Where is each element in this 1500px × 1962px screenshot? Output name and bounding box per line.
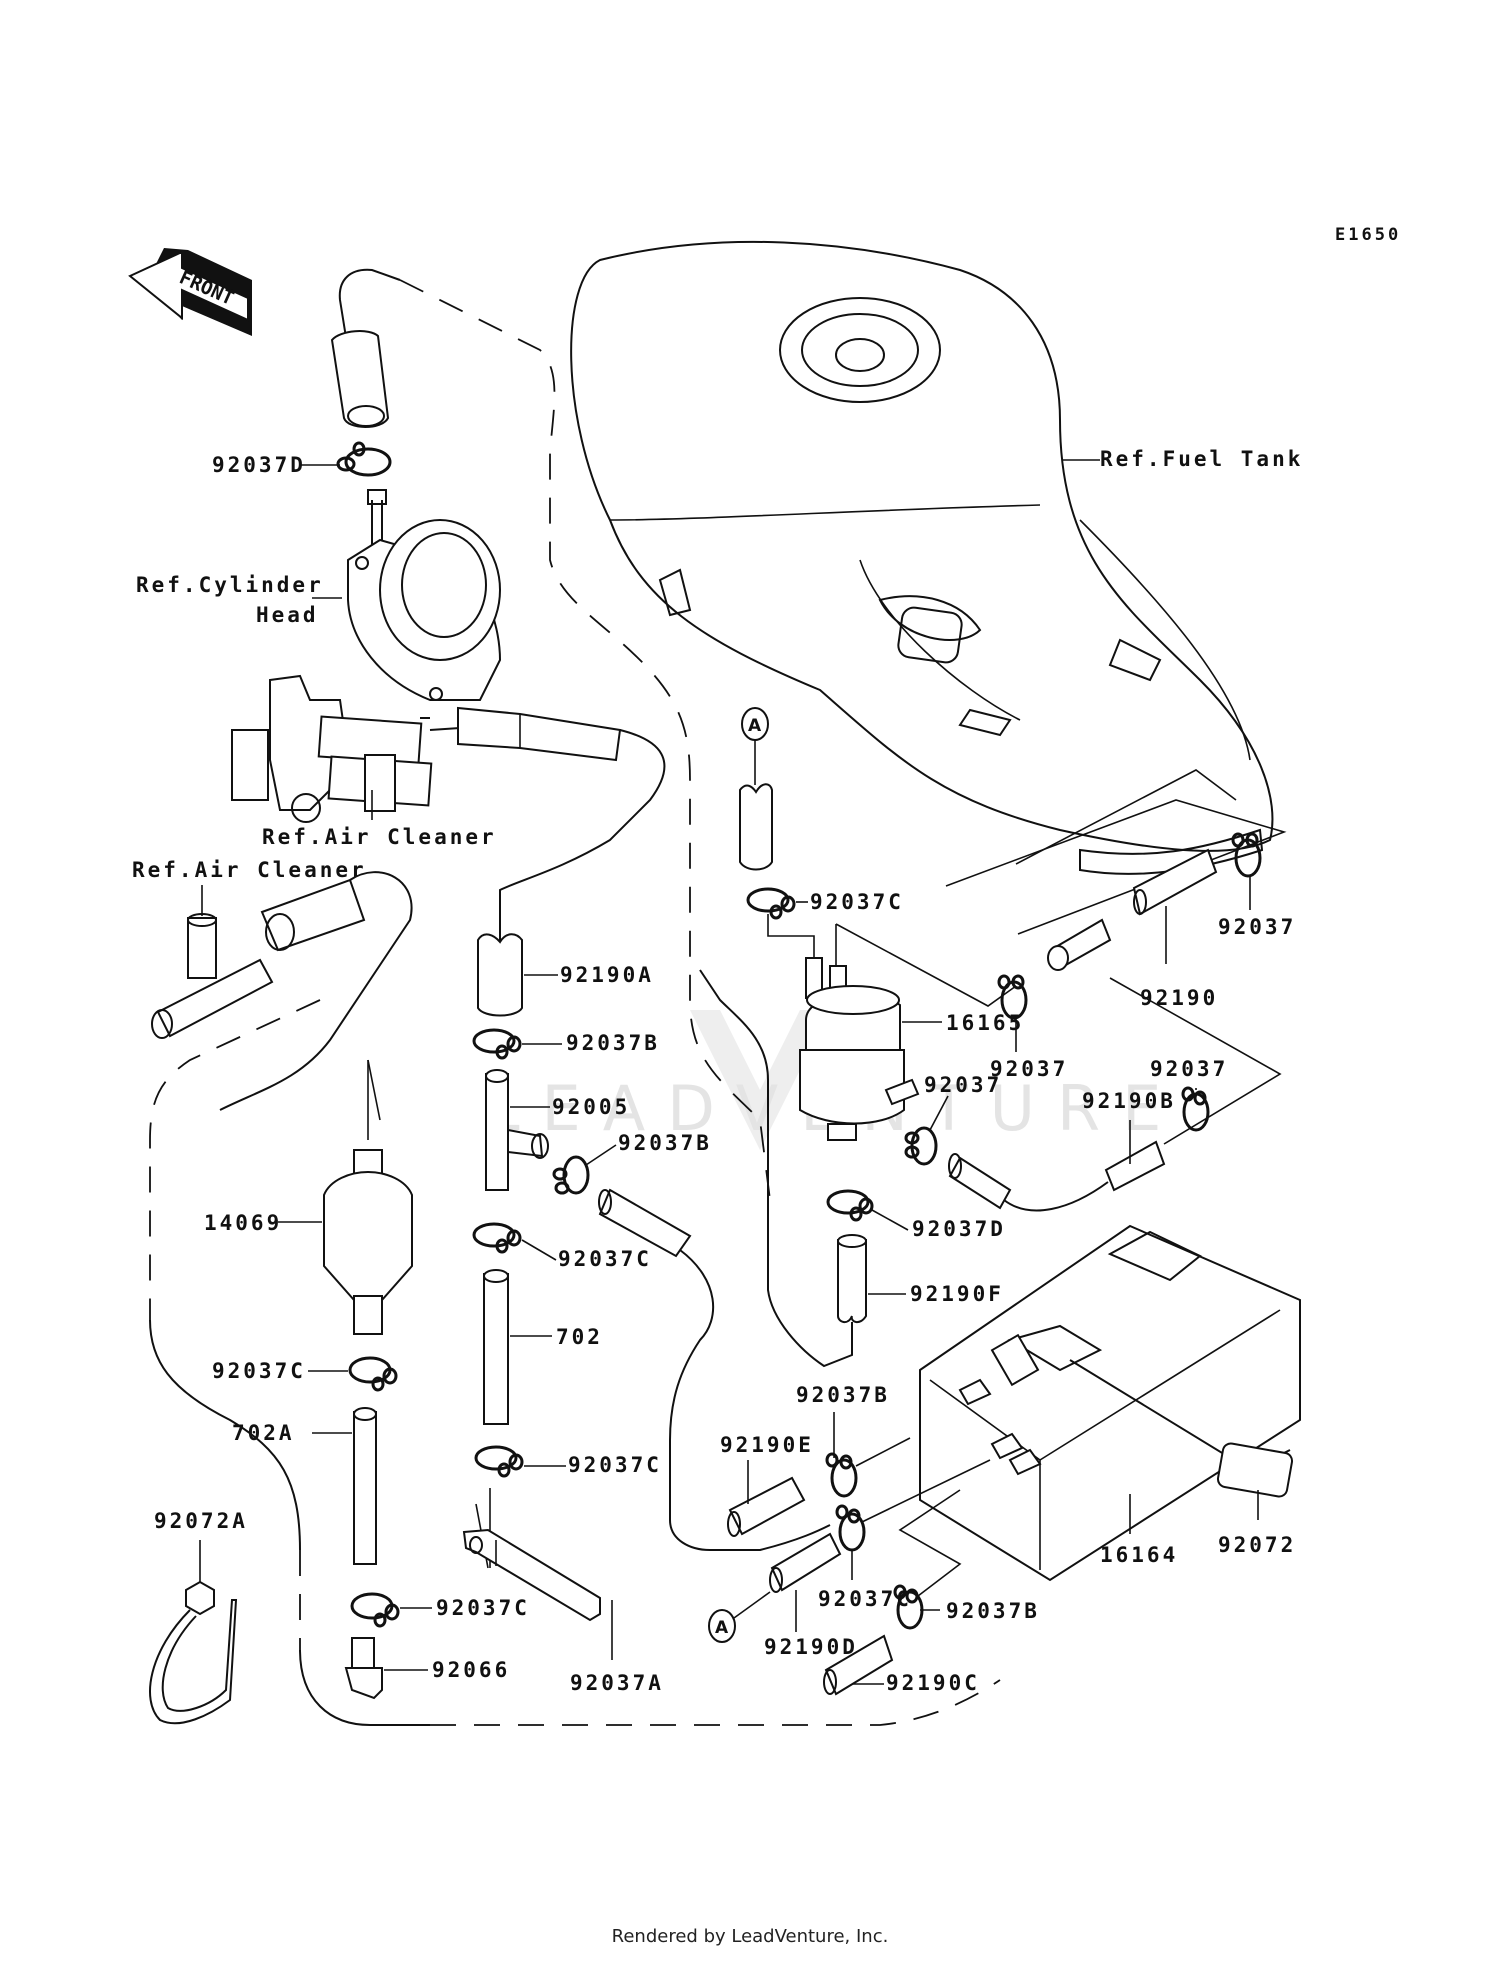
hose-92190E bbox=[727, 1476, 806, 1537]
hose-92190A bbox=[477, 890, 523, 1017]
ref-air-cleaner-label-2: Ref.Air Cleaner bbox=[132, 858, 367, 882]
leader-pump-inlet bbox=[767, 914, 815, 962]
part-label-92037A: 92037A bbox=[570, 1671, 664, 1695]
clip-92037C-2 bbox=[474, 1445, 524, 1478]
part-label-92037B-1: 92037B bbox=[566, 1031, 660, 1055]
fuel-tank bbox=[570, 240, 1274, 875]
hose-route-dashed bbox=[399, 279, 771, 1201]
part-label-92190D: 92190D bbox=[764, 1635, 858, 1659]
leader-92037B-4 bbox=[898, 1489, 962, 1611]
part-label-16164: 16164 bbox=[1100, 1543, 1178, 1567]
hose-92190D bbox=[769, 1532, 842, 1593]
hose-92190 bbox=[1047, 848, 1218, 971]
clip-92037B-1 bbox=[472, 1028, 522, 1060]
clip-92037-top-right bbox=[1231, 832, 1262, 878]
air-cleaner-tee bbox=[151, 871, 413, 1111]
part-label-92037C-2: 92037C bbox=[568, 1453, 662, 1477]
diagram-code: E1650 bbox=[1335, 225, 1401, 245]
connector-marker-A-bottom: A bbox=[708, 1591, 771, 1643]
clip-92037C-1 bbox=[472, 1222, 522, 1254]
ref-fuel-tank-label: Ref.Fuel Tank bbox=[1100, 447, 1303, 471]
clip-92037C-4 bbox=[835, 1504, 866, 1552]
hose-route-top bbox=[338, 268, 401, 376]
bracket-outline-bottom bbox=[1109, 977, 1282, 1145]
part-label-92037B-2: 92037B bbox=[618, 1131, 712, 1155]
part-label-92037D-mid: 92037D bbox=[912, 1217, 1006, 1241]
hose-route-dashed-left bbox=[149, 999, 321, 1320]
part-label-92190F: 92190F bbox=[910, 1282, 1004, 1306]
part-label-92037C-left: 92037C bbox=[212, 1359, 306, 1383]
hose-route-dashed-bottom bbox=[430, 1679, 1001, 1726]
clip-92037-right bbox=[1181, 1086, 1210, 1132]
hose-route-bottom bbox=[299, 1649, 430, 1726]
hose-92190B bbox=[948, 1140, 1166, 1212]
part-label-92037-d: 92037 bbox=[1150, 1057, 1228, 1081]
leader-pump-outlet bbox=[835, 923, 1017, 1007]
clip-92037C-top bbox=[746, 887, 796, 920]
clip-92037-pump-side bbox=[904, 1126, 938, 1166]
hose-92190F bbox=[699, 969, 867, 1368]
part-label-92037-a: 92037 bbox=[990, 1057, 1068, 1081]
part-label-92190A: 92190A bbox=[560, 963, 654, 987]
hose-702A bbox=[353, 1407, 377, 1565]
connector-marker-text: A bbox=[748, 716, 762, 736]
ref-cylinder-head-label-line2: Head bbox=[256, 603, 319, 627]
cable-tie-92072A bbox=[149, 1540, 238, 1725]
ref-cylinder-head-label-line1: Ref.Cylinder bbox=[136, 573, 324, 597]
part-label-92190B: 92190B bbox=[1082, 1089, 1176, 1113]
air-cleaner-valve bbox=[231, 674, 461, 823]
bracket-92037A bbox=[462, 1528, 601, 1622]
part-label-92037C-top: 92037C bbox=[810, 890, 904, 914]
part-label-702: 702 bbox=[556, 1325, 603, 1349]
cylinder-head-adapter bbox=[347, 489, 502, 701]
front-arrow-icon: FRONT bbox=[128, 248, 252, 336]
part-label-92190: 92190 bbox=[1140, 986, 1218, 1010]
tee-joint-92005 bbox=[485, 1069, 549, 1191]
clip-92037-pump-outlet bbox=[997, 974, 1028, 1020]
plug-92066 bbox=[344, 1637, 383, 1700]
part-label-92190C: 92190C bbox=[886, 1671, 980, 1695]
connector-marker-text-bottom: A bbox=[715, 1618, 729, 1638]
part-label-16165: 16165 bbox=[946, 1011, 1024, 1035]
part-label-92037-b: 92037 bbox=[1218, 915, 1296, 939]
bracket-outline-inner bbox=[1015, 769, 1237, 865]
part-label-92037B-4: 92037B bbox=[946, 1599, 1040, 1623]
hose-mid-diagonal bbox=[598, 1188, 831, 1551]
hose-92190C bbox=[823, 1634, 894, 1696]
part-label-92037-c: 92037 bbox=[924, 1073, 1002, 1097]
part-label-92037D: 92037D bbox=[212, 453, 306, 477]
clip-92037C-3 bbox=[350, 1592, 400, 1628]
part-label-92037B-3: 92037B bbox=[796, 1383, 890, 1407]
clip-92037D-mid bbox=[826, 1189, 874, 1222]
hose-702 bbox=[483, 1269, 509, 1425]
hose-top bbox=[330, 330, 390, 428]
clip-92037B-3 bbox=[825, 1452, 858, 1498]
part-label-14069: 14069 bbox=[204, 1211, 282, 1235]
part-label-92072A: 92072A bbox=[154, 1509, 248, 1533]
hose-route-left bbox=[149, 1319, 301, 1551]
part-label-92037C-1: 92037C bbox=[558, 1247, 652, 1271]
part-label-92066: 92066 bbox=[432, 1658, 510, 1682]
ref-air-cleaner-label-1: Ref.Air Cleaner bbox=[262, 825, 497, 849]
part-label-702A: 702A bbox=[232, 1421, 295, 1445]
part-label-92072: 92072 bbox=[1218, 1533, 1296, 1557]
fuel-pump-16165 bbox=[799, 957, 920, 1141]
clip-92037B-2 bbox=[552, 1155, 590, 1195]
canister-16164 bbox=[919, 1224, 1301, 1582]
clip-92037D-top bbox=[336, 441, 392, 477]
hose-A-top bbox=[739, 783, 773, 871]
part-label-92190E: 92190E bbox=[720, 1433, 814, 1457]
clip-92037C-left bbox=[348, 1356, 398, 1392]
footer-credit: Rendered by LeadVenture, Inc. bbox=[611, 1926, 889, 1947]
hose-air-cleaner-top bbox=[457, 706, 666, 970]
part-label-92037C-3: 92037C bbox=[436, 1596, 530, 1620]
connector-marker-A-top: A bbox=[741, 707, 769, 785]
fuel-filter-14069 bbox=[323, 1059, 413, 1335]
bracket-outline-top bbox=[945, 799, 1287, 935]
part-label-92005: 92005 bbox=[552, 1095, 630, 1119]
